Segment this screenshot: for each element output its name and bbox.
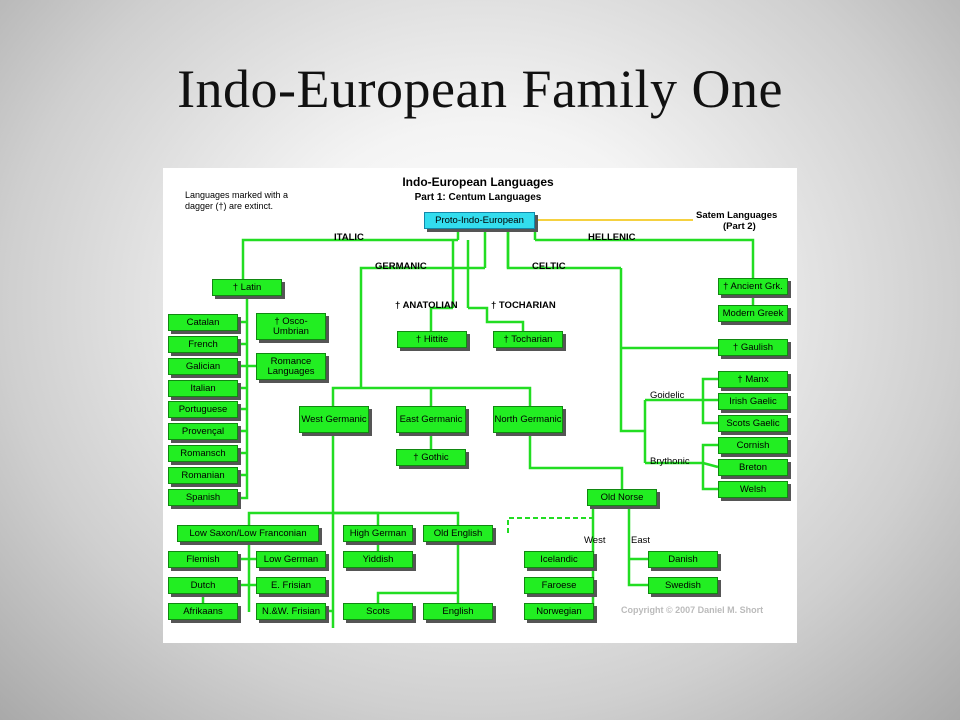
node-e-frisian: E. Frisian	[256, 577, 326, 594]
node-italian: Italian	[168, 380, 238, 397]
node-gaulish: † Gaulish	[718, 339, 788, 356]
copyright-note: Copyright © 2007 Daniel M. Short	[621, 605, 764, 615]
node-scots-gaelic: Scots Gaelic	[718, 415, 788, 432]
node-romansch: Romansch	[168, 445, 238, 462]
node-english: English	[423, 603, 493, 620]
node-romance-languages: Romance Languages	[256, 353, 326, 380]
node-tocharian: † Tocharian	[493, 331, 563, 348]
connector-line	[331, 386, 361, 406]
connector-line	[645, 443, 718, 465]
slide-title: Indo-European Family One	[177, 59, 783, 119]
node-east-germanic: East Germanic	[396, 406, 466, 433]
connector-line	[702, 461, 719, 469]
node-portuguese: Portuguese	[168, 401, 238, 418]
node-romanian: Romanian	[168, 467, 238, 484]
node-breton: Breton	[718, 459, 788, 476]
connector-line	[359, 266, 485, 388]
node-irish-gaelic: Irish Gaelic	[718, 393, 788, 410]
connector-line	[376, 591, 458, 603]
extinct-legend: Languages marked with a dagger (†) are e…	[185, 190, 289, 211]
node-danish: Danish	[648, 551, 718, 568]
connector-line	[241, 238, 458, 279]
node-north-germanic: North Germanic	[493, 406, 563, 433]
node-high-german: High German	[343, 525, 413, 542]
satem-label-1: Satem Languages	[696, 210, 778, 221]
satem-label-2: (Part 2)	[723, 221, 756, 232]
connector-line	[627, 506, 648, 587]
branch-goidelic: Goidelic	[650, 390, 685, 401]
node-gothic: † Gothic	[396, 449, 466, 466]
node-faroese: Faroese	[524, 577, 594, 594]
node-norwegian: Norwegian	[524, 603, 594, 620]
node-west-germanic: West Germanic	[299, 406, 369, 433]
node-latin: † Latin	[212, 279, 282, 296]
node-low-saxon-low-franconian: Low Saxon/Low Franconian	[177, 525, 319, 542]
node-flemish: Flemish	[168, 551, 238, 568]
node-hittite: † Hittite	[397, 331, 467, 348]
connector-line	[506, 229, 621, 270]
node-french: French	[168, 336, 238, 353]
branch-east-norse: East	[631, 535, 651, 546]
branch-brythonic: Brythonic	[650, 456, 690, 467]
connector-line	[238, 296, 249, 500]
branch-celtic: CELTIC	[532, 261, 566, 272]
node-spanish: Spanish	[168, 489, 238, 506]
branch-germanic: GERMANIC	[375, 261, 427, 272]
node-ancient-greek: † Ancient Grk.	[718, 278, 788, 295]
node-old-english: Old English	[423, 525, 493, 542]
node-modern-greek: Modern Greek	[718, 305, 788, 322]
connector-line	[333, 511, 460, 525]
node-manx: † Manx	[718, 371, 788, 388]
branch-west-norse: West	[584, 535, 606, 546]
connector-line	[645, 377, 718, 402]
connector-line	[528, 433, 624, 489]
connector-line	[701, 400, 718, 425]
branch-italic: ITALIC	[334, 232, 364, 243]
node-provencal: Provençal	[168, 423, 238, 440]
node-low-german: Low German	[256, 551, 326, 568]
node-nw-frisian: N.&W. Frisian	[256, 603, 326, 620]
node-yiddish: Yiddish	[343, 551, 413, 568]
node-old-norse: Old Norse	[587, 489, 657, 506]
node-cornish: Cornish	[718, 437, 788, 454]
connector-line	[429, 306, 453, 331]
connector-lines	[201, 219, 755, 628]
node-swedish: Swedish	[648, 577, 718, 594]
connector-line	[701, 463, 718, 491]
language-tree-diagram: Indo-European Languages Part 1: Centum L…	[163, 168, 797, 643]
node-osco-umbrian: † Osco-Umbrian	[256, 313, 326, 340]
node-welsh: Welsh	[718, 481, 788, 498]
node-dutch: Dutch	[168, 577, 238, 594]
connector-line	[507, 517, 593, 533]
node-scots: Scots	[343, 603, 413, 620]
connector-line	[361, 386, 532, 406]
branch-tocharian: † TOCHARIAN	[491, 300, 556, 311]
connector-line	[535, 238, 755, 278]
connector-line	[333, 511, 380, 525]
connector-line	[619, 348, 645, 433]
connector-line	[247, 511, 333, 525]
chart-title: Indo-European Languages	[402, 175, 554, 189]
node-catalan: Catalan	[168, 314, 238, 331]
node-icelandic: Icelandic	[524, 551, 594, 568]
chart-subtitle: Part 1: Centum Languages	[414, 192, 542, 203]
node-afrikaans: Afrikaans	[168, 603, 238, 620]
branch-hellenic: HELLENIC	[588, 232, 636, 243]
branch-anatolian: † ANATOLIAN	[395, 300, 458, 311]
node-galician: Galician	[168, 358, 238, 375]
connector-line	[468, 306, 525, 331]
node-proto-indo-european: Proto-Indo-European	[424, 212, 535, 229]
